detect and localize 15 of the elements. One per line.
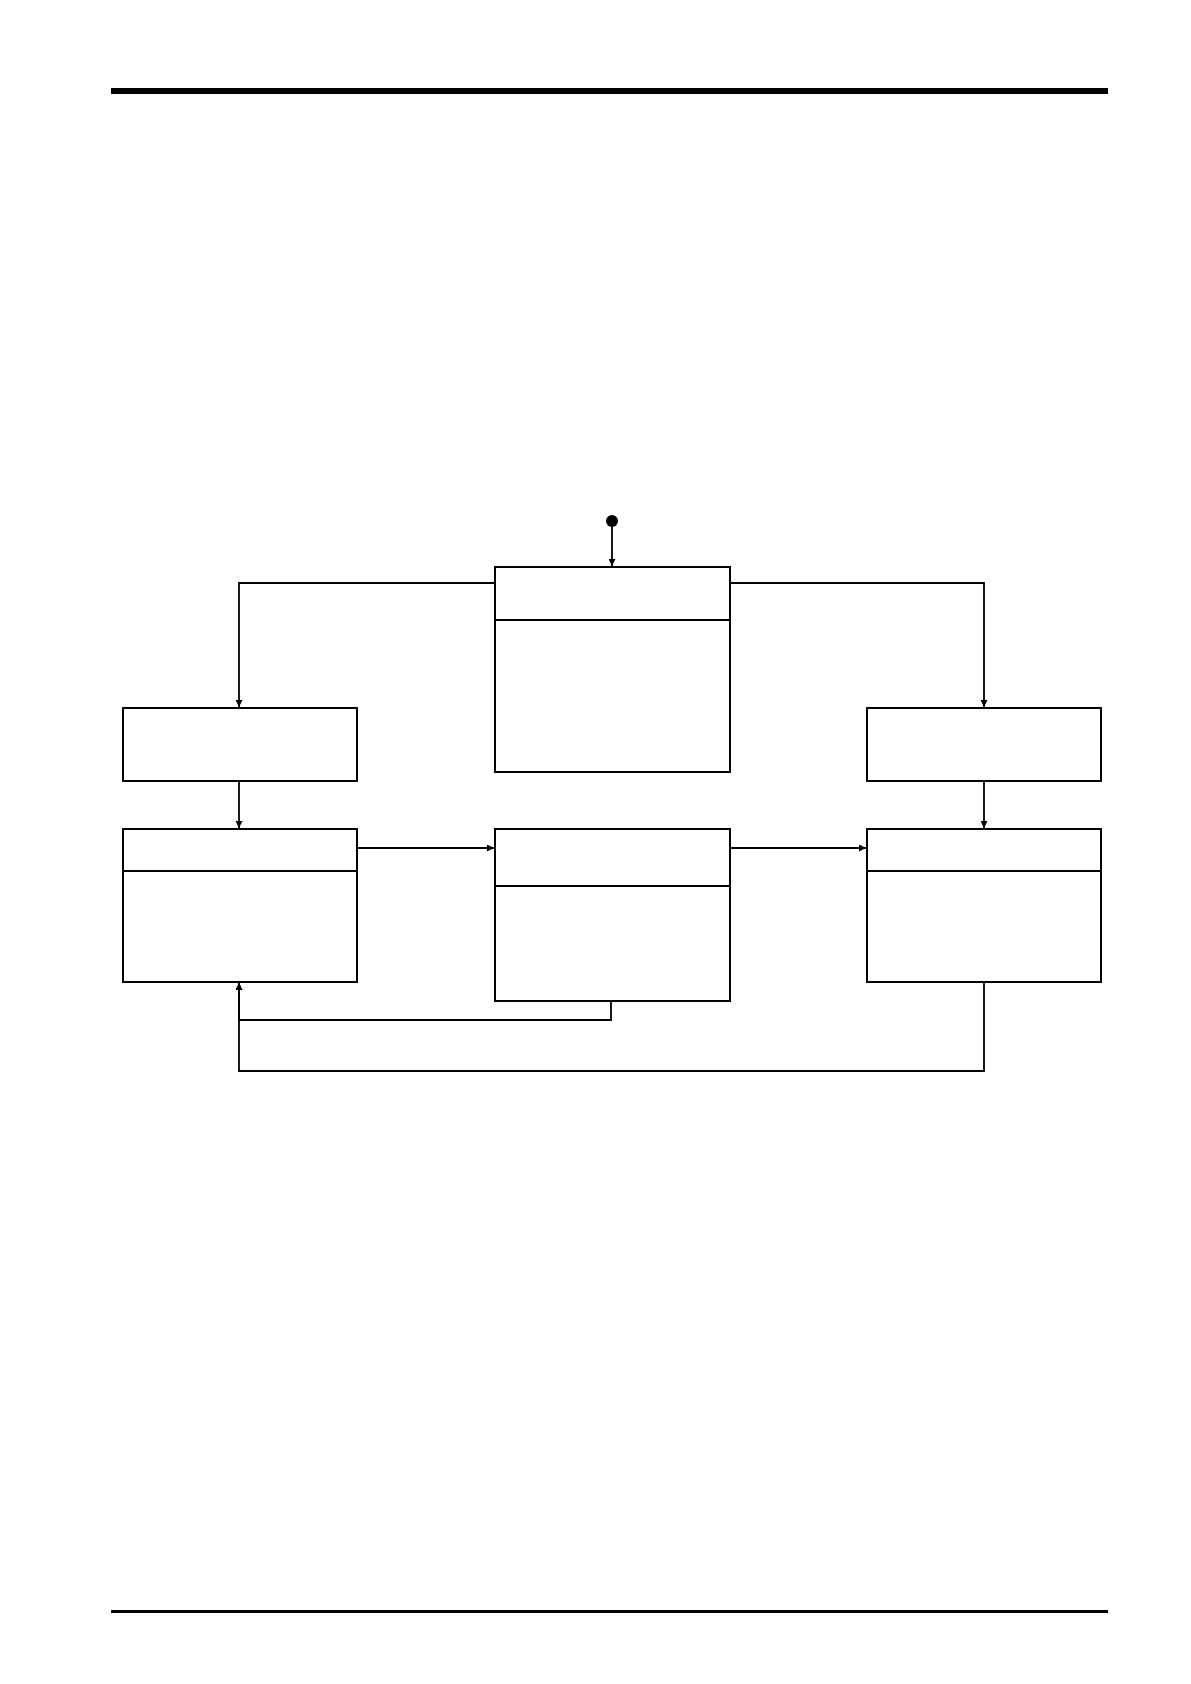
arrow <box>357 844 495 852</box>
start-dot <box>606 515 618 527</box>
arrow <box>235 781 243 829</box>
state-box <box>494 828 731 1002</box>
arrow <box>235 582 495 708</box>
process-box <box>866 707 1102 782</box>
arrow <box>730 844 867 852</box>
arrow <box>608 526 616 567</box>
state-box <box>122 828 358 983</box>
arrow <box>730 582 988 708</box>
state-box <box>494 566 731 773</box>
process-box <box>122 707 358 782</box>
arrow <box>980 781 988 829</box>
arrow <box>235 982 985 1072</box>
state-box <box>866 828 1102 983</box>
